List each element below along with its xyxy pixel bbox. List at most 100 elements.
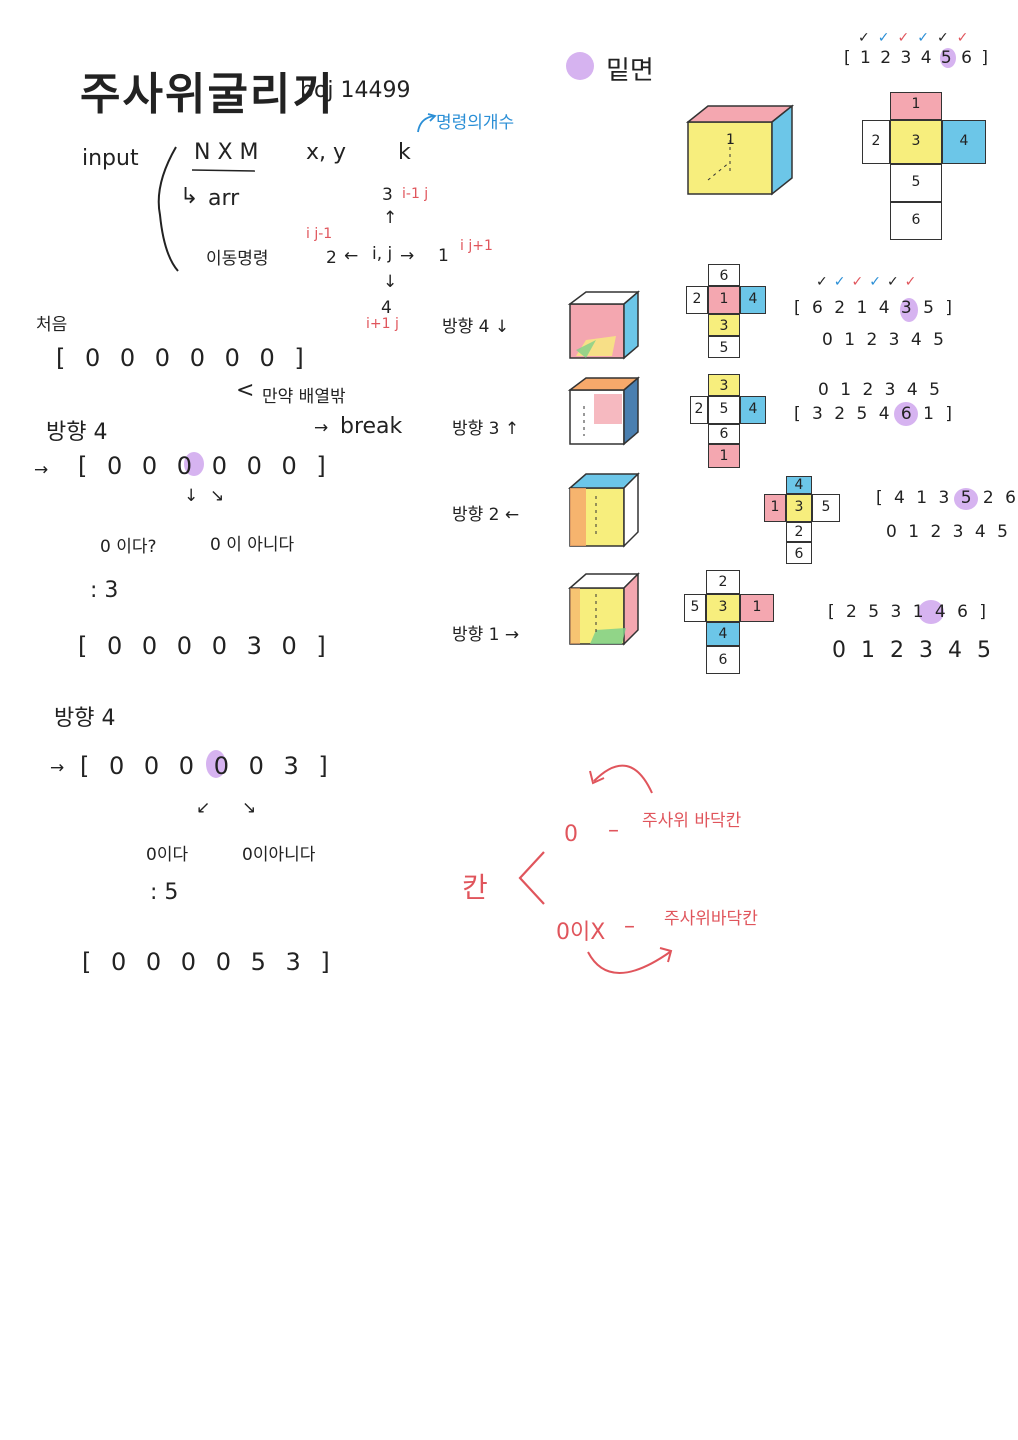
branch-left-icon-2: ↙ — [196, 798, 211, 818]
arr-arrow-icon: ↳ — [180, 184, 199, 209]
row3-index: 0 1 2 3 4 5 — [886, 522, 1011, 542]
step1-array: [ 0 0 0 0 0 0 ] — [78, 452, 332, 480]
row1-net-cell: 4 — [740, 286, 766, 314]
row3-net-cell: 6 — [786, 542, 812, 564]
nm-label: N X M — [194, 140, 259, 165]
dir-4: 4 — [381, 298, 392, 318]
oob-action-arrow-icon: → — [314, 418, 329, 438]
dir-2: 2 — [326, 248, 337, 268]
command-note: 명령의개수 — [436, 113, 515, 133]
branch-left-icon: ↓ — [184, 486, 199, 506]
row1-net-cell: 2 — [686, 286, 708, 314]
input-label: input — [82, 146, 139, 171]
step1-arrow-icon: → — [34, 460, 49, 480]
row1-checks: ✓✓✓✓✓✓ — [816, 274, 923, 290]
step2-label: 방향 4 — [54, 706, 116, 731]
oob-note: 만약 배열밖 — [262, 387, 346, 407]
step1-floor-mark — [184, 452, 204, 476]
row2-net-cell: 2 — [690, 396, 708, 424]
row2-floor-mark — [894, 402, 918, 426]
oob-arrow-icon: < — [236, 378, 255, 403]
row4-label: 방향 1 → — [452, 625, 520, 645]
row1-net-cell: 1 — [708, 286, 740, 314]
row4-index: 0 1 2 3 4 5 — [832, 638, 995, 663]
row3-net-cell: 1 — [764, 494, 786, 522]
row2-cube — [567, 376, 641, 446]
row4-net-cell: 6 — [706, 646, 740, 674]
down-arrow-icon: ↓ — [383, 272, 398, 292]
row3-cube — [568, 472, 640, 548]
branch-right-icon: ↘ — [210, 486, 225, 506]
problem-id: boj 14499 — [300, 78, 411, 103]
step2-nonzero: 0이아니다 — [242, 845, 316, 865]
top-cube-face: 1 — [726, 132, 735, 148]
row3-array: [ 4 1 3 5 2 6 ] — [876, 488, 1018, 508]
check-marks: ✓✓✓✓✓✓ — [858, 30, 977, 46]
row4-floor-mark — [918, 600, 944, 624]
rule-brace — [518, 851, 545, 905]
step1-result: [ 0 0 0 0 3 0 ] — [78, 632, 332, 660]
row2-net-cell: 4 — [740, 396, 766, 424]
dir-3: 3 — [382, 185, 393, 205]
oob-action: break — [340, 414, 403, 439]
right-arrow-icon: → — [400, 246, 415, 266]
start-array: [ 0 0 0 0 0 0 ] — [56, 344, 310, 372]
k-label: k — [398, 140, 411, 165]
step2-floor-mark — [206, 750, 226, 778]
step2-zero: 0이다 — [146, 845, 189, 865]
start-label: 처음 — [36, 315, 68, 335]
top-cube — [685, 104, 795, 196]
top-floor-mark — [940, 48, 956, 68]
row2-net-cell: 1 — [708, 444, 740, 468]
rule-dash-2: – — [624, 914, 635, 939]
row2-net-cell: 6 — [708, 424, 740, 444]
row2-net-cell: 5 — [708, 396, 740, 424]
row4-net-cell: 1 — [740, 594, 774, 622]
top-net-cell: 4 — [942, 120, 986, 164]
rule-cell: 칸 — [462, 871, 488, 904]
up-arrow-icon: ↑ — [383, 208, 398, 228]
step2-result: [ 0 0 0 0 5 3 ] — [82, 948, 336, 976]
row4-array: [ 2 5 3 1 4 6 ] — [828, 602, 989, 622]
top-net-cell: 2 — [862, 120, 890, 164]
row2-index: 0 1 2 3 4 5 — [818, 380, 943, 400]
row4-net-cell: 5 — [684, 594, 706, 622]
top-index-array: [ 1 2 3 4 5 6 ] — [844, 48, 990, 68]
step2-array: [ 0 0 0 0 0 3 ] — [80, 752, 334, 780]
rule-nonzero: 0이X — [556, 920, 606, 945]
row1-index: 0 1 2 3 4 5 — [822, 330, 947, 350]
row1-net-cell: 5 — [708, 336, 740, 358]
row4-net-cell: 3 — [706, 594, 740, 622]
nm-underline — [191, 169, 256, 172]
dir-1-coord: i j+1 — [460, 238, 493, 254]
dir-1: 1 — [438, 246, 449, 266]
rule-dash-1: – — [608, 818, 619, 843]
top-net-cell: 1 — [890, 92, 942, 120]
row3-floor-mark — [954, 488, 978, 510]
branch-right-icon-2: ↘ — [242, 798, 257, 818]
row3-net-cell: 2 — [786, 522, 812, 542]
row2-array: [ 3 2 5 4 6 1 ] — [794, 404, 955, 424]
dir-4-coord: i+1 j — [366, 316, 399, 332]
floor-legend-label: 밑면 — [606, 56, 654, 86]
arr-label: arr — [208, 186, 240, 211]
row1-floor-mark — [900, 298, 918, 322]
command-note-arrow — [417, 113, 437, 133]
xy-label: x, y — [306, 140, 347, 165]
row3-net-cell: 5 — [812, 494, 840, 522]
row1-net-cell: 6 — [708, 264, 740, 286]
row2-label: 방향 3 ↑ — [452, 419, 520, 439]
row4-net-cell: 2 — [706, 570, 740, 594]
rule-zero-desc: 주사위 바닥칸 — [642, 811, 742, 831]
input-brace — [157, 146, 179, 272]
row1-cube — [567, 290, 641, 360]
step2-arrow-icon: → — [50, 758, 65, 778]
dir-center: i, j — [372, 244, 393, 264]
top-net-cell: 3 — [890, 120, 942, 164]
row1-net-cell: 3 — [708, 314, 740, 336]
dir-3-coord: i-1 j — [402, 186, 429, 202]
row1-label: 방향 4 ↓ — [442, 317, 510, 337]
row4-cube — [568, 572, 640, 646]
rule-loop-bottom — [587, 947, 673, 974]
dir-2-coord: i j-1 — [306, 226, 333, 242]
